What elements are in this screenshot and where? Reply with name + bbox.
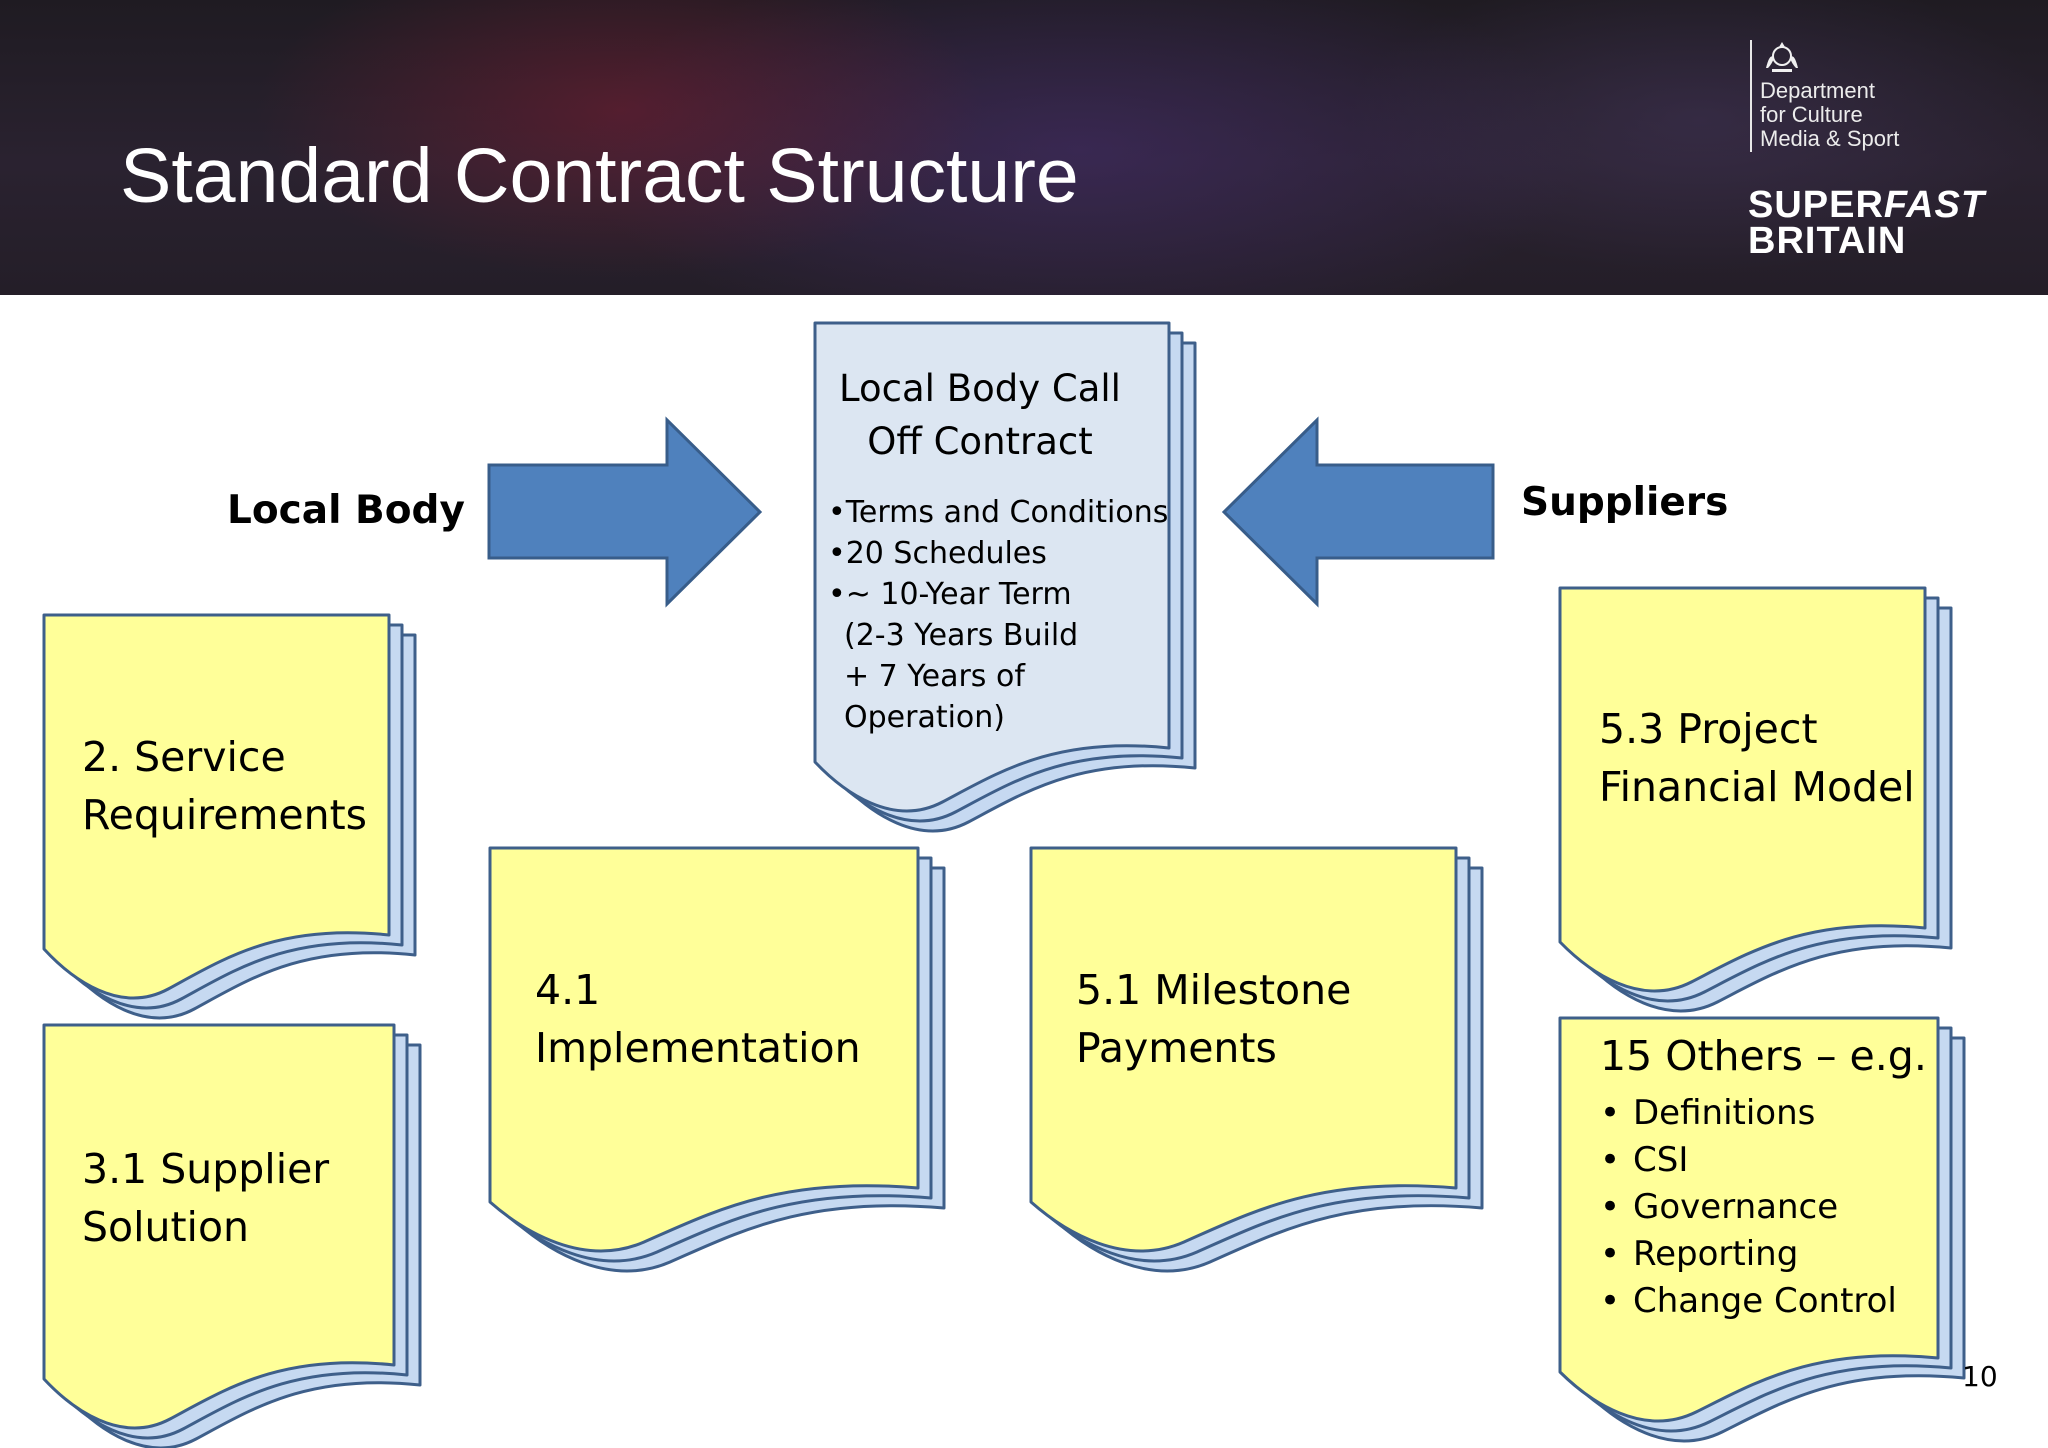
brand-superfast: SUPERFAST: [1748, 184, 1985, 227]
bullet-glyph: •: [1600, 1234, 1621, 1274]
suppliers-label: Suppliers: [1521, 480, 1729, 525]
doc-shape-others: [1558, 1016, 1966, 1443]
financial-model-line-1: 5.3 Project: [1599, 705, 1818, 753]
detail-years: + 7 Years of: [844, 659, 1025, 694]
call-off-title-line-1: Local Body Call: [839, 367, 1121, 410]
doc-front-page: [42, 1023, 396, 1430]
department-divider: [1750, 40, 1752, 152]
detail-build: (2-3 Years Build: [844, 618, 1079, 653]
detail-schedules: •20 Schedules: [828, 536, 1047, 571]
call-off-contract-title: Local Body Call Off Contract: [820, 362, 1140, 468]
arrow-left-icon: [1221, 416, 1495, 608]
doc-service-requirements: 2. Service Requirements: [82, 728, 367, 844]
doc-front-page: [42, 613, 391, 1000]
doc-milestone-payments: 5.1 Milestone Payments: [1076, 961, 1351, 1077]
header-banner: Standard Contract Structure Department f…: [0, 0, 2048, 295]
slide-title: Standard Contract Structure: [120, 133, 1079, 219]
call-off-contract-details: •Terms and Conditions •20 Schedules •~ 1…: [828, 492, 1168, 738]
doc-shape-service-requirements: [42, 613, 417, 1020]
call-off-title-line-2: Off Contract: [867, 420, 1093, 463]
doc-implementation: 4.1 Implementation: [535, 961, 861, 1077]
supplier-solution-line-1: 3.1 Supplier: [82, 1145, 330, 1193]
implementation-line-2: Implementation: [535, 1024, 861, 1072]
others-item-label: Reporting: [1633, 1234, 1799, 1274]
brand-fast-text: FAST: [1883, 184, 1986, 226]
milestone-line-2: Payments: [1076, 1024, 1277, 1072]
royal-crest-icon: [1766, 42, 1798, 72]
bullet-glyph: •: [1600, 1093, 1621, 1133]
doc-supplier-solution: 3.1 Supplier Solution: [82, 1140, 329, 1256]
doc-financial-model: 5.3 Project Financial Model: [1599, 700, 1915, 816]
bullet-glyph: •: [1600, 1281, 1621, 1321]
service-req-line-1: 2. Service: [82, 733, 286, 781]
doc-front-page: [813, 321, 1171, 813]
doc-front-page: [1558, 586, 1927, 993]
others-item-label: Change Control: [1633, 1281, 1897, 1321]
financial-model-line-2: Financial Model: [1599, 763, 1915, 811]
bullet-glyph: •: [1600, 1140, 1621, 1180]
doc-shape-financial-model: [1558, 586, 1953, 1013]
detail-terms: •Terms and Conditions: [828, 495, 1169, 530]
arrow-right-icon: [487, 416, 763, 608]
page-number: 10: [1962, 1360, 1998, 1393]
detail-term-length: •~ 10-Year Term: [828, 577, 1072, 612]
implementation-line-1: 4.1: [535, 966, 601, 1014]
supplier-solution-line-2: Solution: [82, 1203, 250, 1251]
others-item: • Reporting: [1600, 1231, 1897, 1278]
department-line-1: Department: [1760, 78, 1875, 103]
department-line-3: Media & Sport: [1760, 126, 1900, 151]
local-body-label: Local Body: [227, 488, 465, 533]
service-req-line-2: Requirements: [82, 791, 368, 839]
doc-shape-milestone-payments: [1029, 846, 1484, 1273]
doc-shape-supplier-solution: [42, 1023, 422, 1448]
doc-shape-call-off-contract: [813, 321, 1197, 833]
doc-front-page: [1558, 1016, 1940, 1423]
brand-super-text: SUPER: [1748, 184, 1884, 226]
brand-britain: BRITAIN: [1748, 220, 1907, 262]
document-shapes: [42, 321, 1966, 1448]
others-item: • Change Control: [1600, 1278, 1897, 1325]
others-item-label: CSI: [1633, 1140, 1689, 1180]
milestone-line-1: 5.1 Milestone: [1076, 966, 1352, 1014]
department-line-2: for Culture: [1760, 102, 1863, 127]
doc-shape-implementation: [488, 846, 946, 1273]
others-item: • Definitions: [1600, 1090, 1897, 1137]
doc-others-list: • Definitions • CSI • Governance • Reporting…: [1600, 1090, 1897, 1325]
doc-others-title: 15 Others – e.g.: [1600, 1032, 1927, 1080]
others-item: • CSI: [1600, 1137, 1897, 1184]
others-item-label: Definitions: [1633, 1093, 1816, 1133]
others-item-label: Governance: [1633, 1187, 1839, 1227]
doc-front-page: [488, 846, 920, 1253]
bullet-glyph: •: [1600, 1187, 1621, 1227]
doc-front-page: [1029, 846, 1458, 1253]
others-item: • Governance: [1600, 1184, 1897, 1231]
detail-operation: Operation): [844, 700, 1006, 735]
